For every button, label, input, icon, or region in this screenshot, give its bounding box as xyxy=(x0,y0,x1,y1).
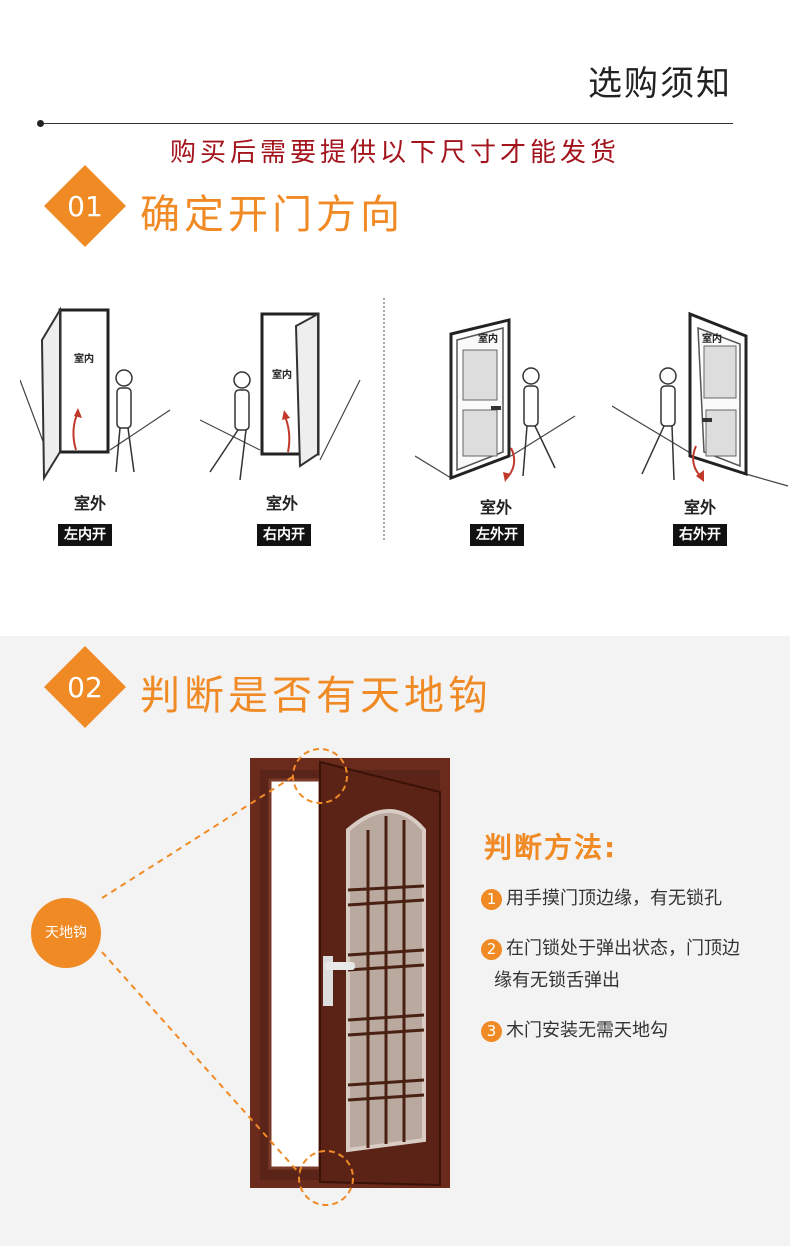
section-number-02: 02 xyxy=(67,671,103,704)
item-number-1: 1 xyxy=(481,889,502,910)
outside-label: 室外 xyxy=(480,498,513,517)
divider-dot xyxy=(37,120,44,127)
page-title: 选购须知 xyxy=(588,64,732,104)
section-title-02: 判断是否有天地钩 xyxy=(140,673,492,719)
inside-label: 室内 xyxy=(74,354,94,365)
item-number-2: 2 xyxy=(481,939,502,960)
door-diagram-right-outward xyxy=(612,311,789,487)
header-divider xyxy=(40,123,733,124)
hook-label-badge: 天地钩 xyxy=(31,898,101,968)
door-diagram-right-inward xyxy=(200,312,361,481)
direction-tag-right-inward: 右内开 xyxy=(257,524,311,546)
item-number-3: 3 xyxy=(481,1021,502,1042)
diagram-divider xyxy=(383,298,385,540)
method-item-2-line2: 缘有无锁舌弹出 xyxy=(494,970,620,991)
security-door-illustration xyxy=(101,748,450,1206)
outside-label: 室外 xyxy=(684,498,717,517)
direction-tag-left-outward: 左外开 xyxy=(470,524,524,546)
direction-tag-right-outward: 右外开 xyxy=(673,524,727,546)
method-item-1: 用手摸门顶边缘，有无锁孔 xyxy=(506,888,722,909)
section-title-01: 确定开门方向 xyxy=(140,192,404,238)
method-item-3: 木门安装无需天地勾 xyxy=(506,1020,668,1041)
inside-label: 室内 xyxy=(702,334,722,345)
method-item-2-line1: 在门锁处于弹出状态，门顶边 xyxy=(506,938,740,959)
door-diagram-left-inward xyxy=(20,306,171,482)
inside-label: 室内 xyxy=(272,370,292,381)
method-title: 判断方法: xyxy=(484,831,618,864)
outside-label: 室外 xyxy=(266,494,299,513)
shipping-notice: 购买后需要提供以下尺寸才能发货 xyxy=(169,138,620,168)
door-diagram-left-outward xyxy=(415,318,576,482)
inside-label: 室内 xyxy=(478,334,498,345)
outside-label: 室外 xyxy=(74,494,107,513)
direction-tag-left-inward: 左内开 xyxy=(58,524,112,546)
section-number-01: 01 xyxy=(67,190,103,223)
